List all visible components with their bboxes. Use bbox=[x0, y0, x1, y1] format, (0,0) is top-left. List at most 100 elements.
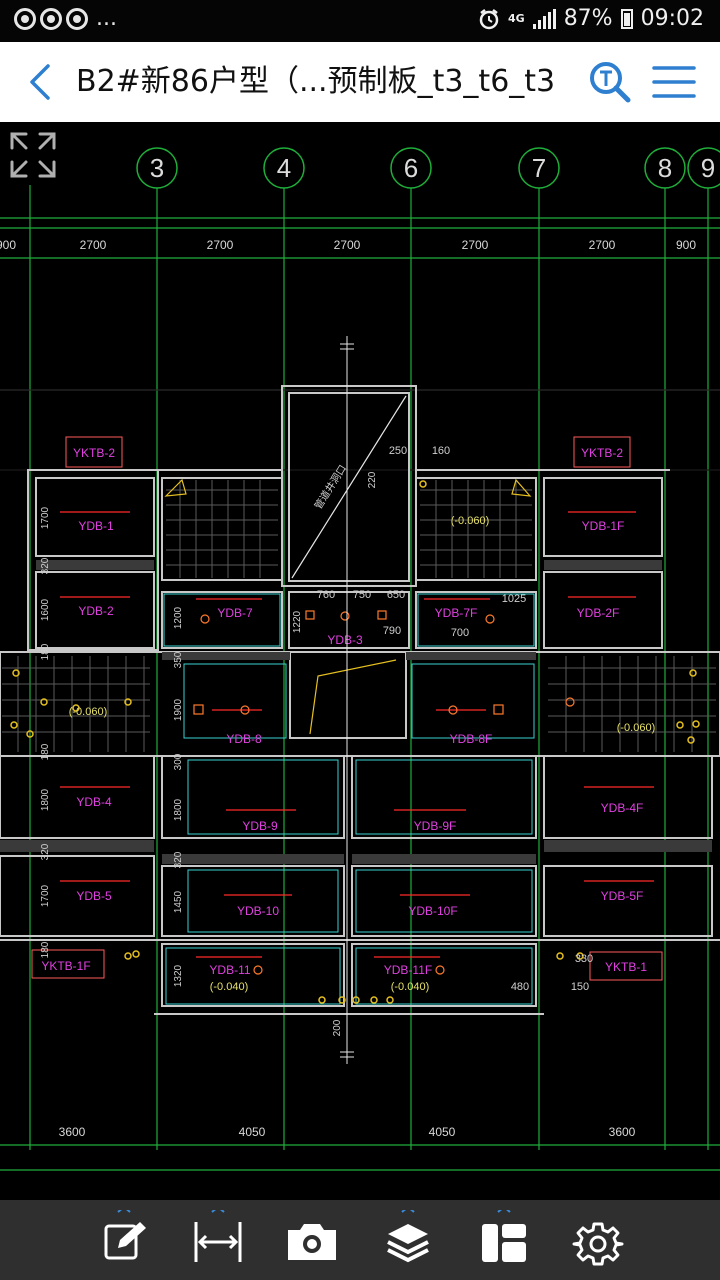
slab-label: YDB-3 bbox=[327, 633, 363, 647]
level-label: (-0.040) bbox=[210, 981, 249, 993]
side-dimension: 200 bbox=[332, 1019, 343, 1036]
slab-label: YDB-10F bbox=[408, 904, 457, 918]
dimension-text: 4050 bbox=[239, 1125, 266, 1139]
axis-lines bbox=[0, 185, 720, 1171]
app-ring-icon bbox=[66, 8, 88, 30]
slab-label: YKTB-2 bbox=[581, 446, 623, 460]
slab-label: YDB-11 bbox=[209, 963, 250, 977]
status-bar: ... 4G 87% 09:02 bbox=[0, 0, 720, 42]
dimension-text: 3600 bbox=[609, 1125, 636, 1139]
level-label: (-0.060) bbox=[69, 706, 108, 718]
bottom-toolbar bbox=[0, 1200, 720, 1280]
layout-icon[interactable] bbox=[476, 1210, 532, 1272]
slab-label: YDB-7F bbox=[435, 606, 478, 620]
expand-arrows-icon[interactable] bbox=[8, 130, 58, 180]
slab-label: YDB-2F bbox=[577, 606, 620, 620]
axis-number: 6 bbox=[404, 153, 418, 183]
text-search-icon[interactable] bbox=[588, 60, 632, 104]
side-dimension: 1700 bbox=[40, 884, 51, 907]
slab-label: YDB-4F bbox=[601, 801, 644, 815]
side-dimension: 320 bbox=[40, 843, 51, 860]
page-title: B2#新86户型（...预制板_t3_t6_t3 bbox=[76, 64, 556, 99]
side-dimension: 1200 bbox=[173, 606, 184, 629]
shaft-diagonal bbox=[291, 395, 407, 579]
misc-dimension: 250 bbox=[389, 445, 407, 457]
side-dimension: 180 bbox=[40, 941, 51, 958]
app-header: B2#新86户型（...预制板_t3_t6_t3 bbox=[0, 42, 720, 122]
layers-icon[interactable] bbox=[380, 1210, 436, 1272]
dimension-text: 2700 bbox=[462, 238, 489, 252]
dimension-text: 3600 bbox=[59, 1125, 86, 1139]
slab-label: YDB-8 bbox=[226, 732, 262, 746]
level-label: (-0.060) bbox=[617, 722, 656, 734]
side-dimension: 320 bbox=[40, 557, 51, 574]
misc-dimension: 160 bbox=[432, 445, 450, 457]
axis-bubbles bbox=[136, 147, 720, 189]
slab-label: YDB-4 bbox=[76, 795, 112, 809]
settings-gear-icon[interactable] bbox=[570, 1210, 626, 1272]
axis-number: 4 bbox=[277, 153, 291, 183]
slab-label: YDB-8F bbox=[450, 732, 493, 746]
axis-number: 3 bbox=[150, 153, 164, 183]
dimension-text: 2700 bbox=[589, 238, 616, 252]
battery-icon bbox=[620, 8, 633, 29]
battery-percent: 87% bbox=[563, 6, 613, 31]
app-ring-icon bbox=[40, 8, 62, 30]
side-dimension: 1800 bbox=[40, 788, 51, 811]
side-dimension: 300 bbox=[173, 753, 184, 770]
slab-label: YDB-2 bbox=[78, 604, 114, 618]
slab-label: YKTB-2 bbox=[73, 446, 115, 460]
slab-label: YKTB-1F bbox=[41, 959, 90, 973]
dimension-text: 900 bbox=[676, 238, 696, 252]
side-dimension: 180 bbox=[40, 743, 51, 760]
notification-area: ... bbox=[14, 8, 117, 30]
network-type: 4G bbox=[508, 12, 525, 25]
dimension-text: 2700 bbox=[334, 238, 361, 252]
slab-label: YDB-10 bbox=[237, 904, 279, 918]
slab-label: YDB-11F bbox=[384, 963, 432, 977]
side-dimension: 1900 bbox=[173, 698, 184, 721]
walls bbox=[0, 385, 720, 1015]
axis-number: 7 bbox=[532, 153, 546, 183]
alarm-icon bbox=[479, 8, 499, 29]
misc-dimension: 750 bbox=[353, 589, 371, 601]
dimension-text: 900 bbox=[0, 238, 16, 252]
misc-dimension: 650 bbox=[387, 589, 405, 601]
side-dimension: 1320 bbox=[173, 964, 184, 987]
misc-dimension: 150 bbox=[571, 981, 589, 993]
slab-strips bbox=[0, 560, 712, 864]
more-notifications-indicator: ... bbox=[96, 6, 117, 31]
side-dimension: 1700 bbox=[40, 506, 51, 529]
misc-dimension: 700 bbox=[451, 627, 469, 639]
side-dimension: 180 bbox=[40, 643, 51, 660]
slab-label: YDB-5F bbox=[601, 889, 644, 903]
edit-note-icon[interactable] bbox=[96, 1210, 152, 1272]
camera-icon[interactable] bbox=[284, 1210, 340, 1272]
hamburger-icon[interactable] bbox=[652, 62, 696, 102]
center-axis bbox=[340, 336, 354, 1064]
slab-label: YDB-1 bbox=[78, 519, 114, 533]
yellow-details bbox=[164, 478, 532, 735]
dimension-text: 2700 bbox=[80, 238, 107, 252]
misc-dimension: 790 bbox=[383, 625, 401, 637]
slab-label: YDB-9 bbox=[242, 819, 278, 833]
slab-label: YDB-9F bbox=[414, 819, 457, 833]
axis-number: 8 bbox=[658, 153, 672, 183]
misc-dimension: 330 bbox=[575, 953, 593, 965]
measure-icon[interactable] bbox=[190, 1210, 246, 1272]
system-icons: 4G 87% 09:02 bbox=[478, 6, 704, 31]
opening-markers bbox=[193, 610, 575, 975]
dimension-text: 2700 bbox=[207, 238, 234, 252]
slab-label: YKTB-1 bbox=[605, 960, 647, 974]
misc-dimension: 480 bbox=[511, 981, 529, 993]
dimension-text: 4050 bbox=[429, 1125, 456, 1139]
cyan-lines bbox=[163, 593, 535, 1005]
chevron-left-icon[interactable] bbox=[22, 62, 62, 102]
side-dimension: 1800 bbox=[173, 798, 184, 821]
side-dimension: 1450 bbox=[173, 890, 184, 913]
clock: 09:02 bbox=[640, 6, 704, 31]
label-frames bbox=[31, 436, 663, 981]
slab-label: YDB-1F bbox=[582, 519, 625, 533]
